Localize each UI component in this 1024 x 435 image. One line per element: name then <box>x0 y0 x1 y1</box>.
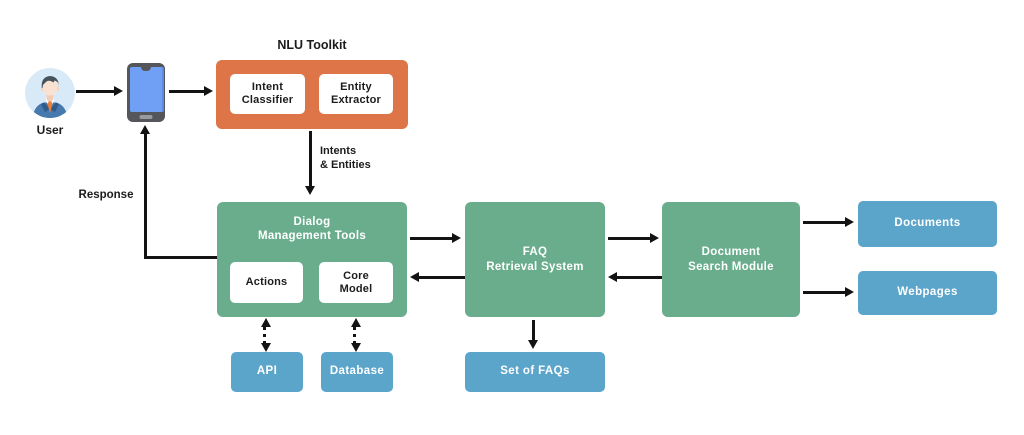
smartphone-icon <box>127 63 165 122</box>
arrow-dialog-database-head-up <box>351 318 361 327</box>
arrow-docsearch-to-webpages-head <box>845 287 854 297</box>
actions-box: Actions <box>230 262 303 303</box>
arrow-phone-to-nlu <box>169 90 205 93</box>
document-search-box: Document Search Module <box>662 202 800 317</box>
api-box: API <box>231 352 303 392</box>
response-line-vertical <box>144 134 147 259</box>
documents-box: Documents <box>858 201 997 247</box>
dialog-management-title: Dialog Management Tools <box>257 216 367 243</box>
nlu-toolkit-title: NLU Toolkit <box>277 38 347 52</box>
arrow-faq-to-setfaqs-head <box>528 340 538 349</box>
entity-extractor-box: Entity Extractor <box>319 74 393 114</box>
arrow-docsearch-to-faq-head <box>608 272 617 282</box>
arrow-dialog-api-head-down <box>261 343 271 352</box>
arrow-phone-to-nlu-head <box>204 86 213 96</box>
smartphone-screen <box>130 67 164 112</box>
arrow-faq-to-dialog-head <box>410 272 419 282</box>
response-label: Response <box>78 189 134 201</box>
arrow-dialog-api-head-up <box>261 318 271 327</box>
arrow-dialog-to-faq <box>410 237 453 240</box>
arrow-docsearch-to-webpages <box>803 291 846 294</box>
arrow-faq-to-setfaqs <box>532 320 535 341</box>
set-of-faqs-box: Set of FAQs <box>465 352 605 392</box>
arrow-dialog-api-dotted-line <box>263 327 266 344</box>
user-label: User <box>36 123 64 137</box>
arrow-user-to-phone <box>76 90 115 93</box>
arrow-dialog-database-dotted-line <box>353 327 356 344</box>
faq-retrieval-box: FAQ Retrieval System <box>465 202 605 317</box>
arrow-nlu-to-dialog-head <box>305 186 315 195</box>
arrow-docsearch-to-documents-head <box>845 217 854 227</box>
arrow-nlu-to-dialog <box>309 131 312 187</box>
arrow-faq-to-docsearch-head <box>650 233 659 243</box>
smartphone-home-button <box>139 115 153 119</box>
core-model-box: Core Model <box>319 262 393 303</box>
response-arrow-head <box>140 125 150 134</box>
arrow-faq-to-dialog <box>418 276 465 279</box>
arrow-dialog-to-faq-head <box>452 233 461 243</box>
arrow-docsearch-to-documents <box>803 221 846 224</box>
arrow-user-to-phone-head <box>114 86 123 96</box>
intent-classifier-box: Intent Classifier <box>230 74 305 114</box>
arrow-faq-to-docsearch <box>608 237 651 240</box>
arrow-docsearch-to-faq <box>616 276 662 279</box>
smartphone-notch <box>141 67 151 71</box>
database-box: Database <box>321 352 393 392</box>
webpages-box: Webpages <box>858 271 997 315</box>
intents-entities-label: Intents & Entities <box>320 145 371 171</box>
arrow-dialog-database-head-down <box>351 343 361 352</box>
response-line-horizontal <box>144 256 217 259</box>
user-avatar-icon <box>25 68 75 118</box>
